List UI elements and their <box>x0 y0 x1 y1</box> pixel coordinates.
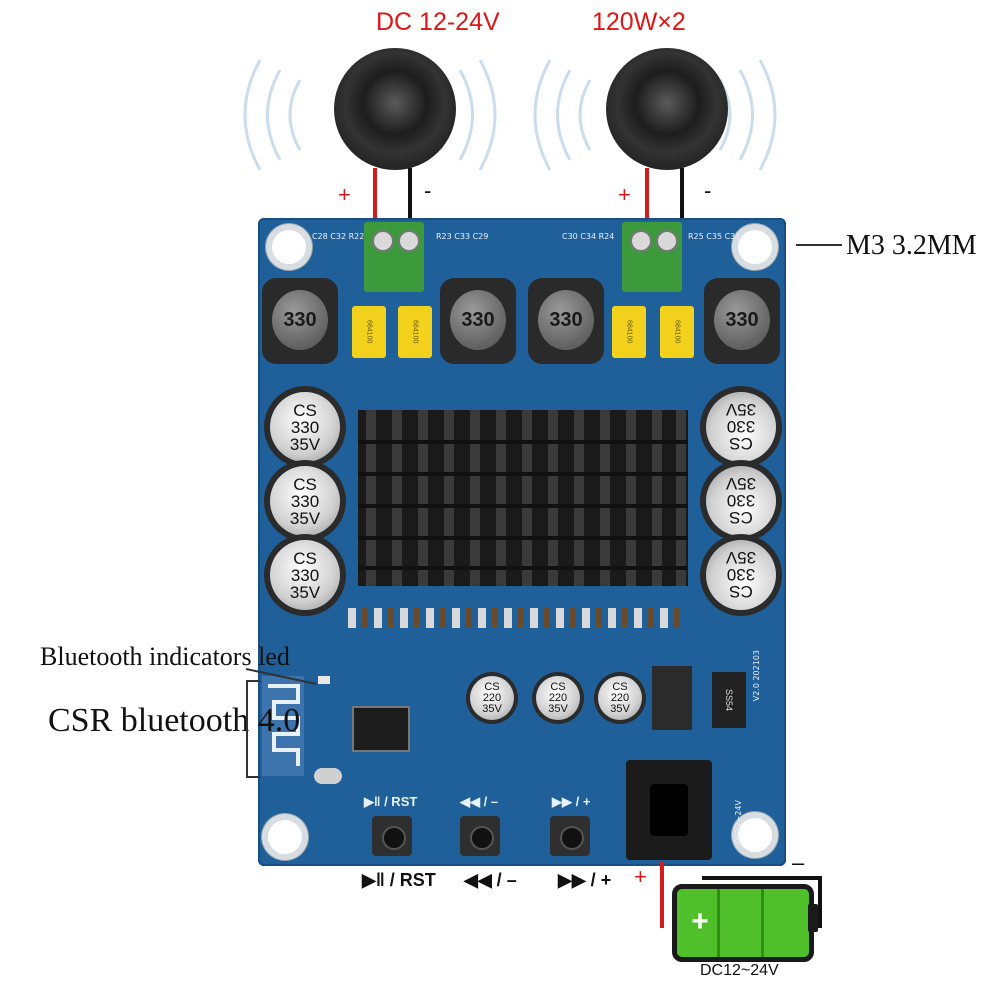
bluetooth-led-label: Bluetooth indicators led <box>40 642 290 671</box>
battery-icon: + <box>672 884 814 962</box>
film-capacitor: 684100 <box>398 306 432 358</box>
voltage-title: DC 12-24V <box>376 8 500 36</box>
previous-volume-down-button[interactable] <box>460 816 500 856</box>
next-volume-up-button[interactable] <box>550 816 590 856</box>
button-legend-play: ▶‖ / RST <box>362 870 436 890</box>
silk-label: R23 C33 C29 <box>436 232 489 241</box>
mount-callout-line <box>796 244 842 246</box>
right-plus-sign: + <box>618 182 631 207</box>
crystal <box>314 768 342 784</box>
right-speaker <box>606 48 728 170</box>
power-title: 120W×2 <box>592 8 686 36</box>
right-speaker-terminal <box>622 222 682 292</box>
silk-label: R25 C35 C31 <box>688 232 741 241</box>
inductor: 330 <box>440 278 516 364</box>
silk-label: C28 C32 R22 <box>312 232 365 241</box>
left-plus-sign: + <box>338 182 351 207</box>
right-black-wire <box>680 168 684 230</box>
heatsink <box>358 410 688 586</box>
film-capacitor: 684100 <box>660 306 694 358</box>
right-minus-sign: - <box>704 178 712 203</box>
power-red-wire <box>660 862 664 928</box>
battery-minus-sign: – <box>792 850 805 875</box>
film-capacitor: 684100 <box>352 306 386 358</box>
button-legend-prev: ◀◀ / – <box>464 870 517 890</box>
left-black-wire <box>408 168 412 230</box>
button-legend-next: ▶▶ / + <box>558 870 612 890</box>
inductor: 330 <box>704 278 780 364</box>
diode: SS54 <box>712 672 746 728</box>
battery-terminal <box>808 904 818 932</box>
left-red-wire <box>373 168 377 230</box>
mount-hole-label: M3 3.2MM <box>846 230 977 261</box>
mount-hole-bottom-left <box>268 820 302 854</box>
bluetooth-module-label: CSR bluetooth 4.0 <box>48 702 301 739</box>
board-button-label-next: ▶▶ / + <box>552 794 591 809</box>
inductor: 330 <box>528 278 604 364</box>
left-minus-sign: - <box>424 178 432 203</box>
smd-component-row <box>348 608 684 628</box>
bluetooth-antenna <box>262 676 304 776</box>
battery-plus-sign: + <box>634 864 647 889</box>
battery-plus-icon: + <box>691 905 709 938</box>
power-black-wire-v <box>818 876 822 928</box>
play-reset-button[interactable] <box>372 816 412 856</box>
silk-label: C30 C34 R24 <box>562 232 615 241</box>
board-button-label-play: ▶‖ / RST <box>364 794 418 809</box>
bluetooth-chip <box>352 706 410 752</box>
dc-power-jack <box>626 760 712 860</box>
film-capacitor: 684100 <box>612 306 646 358</box>
left-speaker <box>334 48 456 170</box>
mount-hole-top-left <box>272 230 306 264</box>
mount-hole-bottom-right <box>738 818 772 852</box>
board-button-label-prev: ◀◀ / – <box>460 794 499 809</box>
bluetooth-indicator-led <box>318 676 330 684</box>
inductor: 330 <box>262 278 338 364</box>
voltage-regulator <box>652 666 692 730</box>
mount-hole-top-right <box>738 230 772 264</box>
bluetooth-bracket <box>246 680 260 778</box>
power-black-wire-h <box>702 876 820 880</box>
battery-voltage-label: DC12~24V <box>700 962 779 979</box>
dc-jack-label: DC12~24V <box>734 800 743 845</box>
left-speaker-terminal <box>364 222 424 292</box>
version-label: V2.0 202103 <box>752 650 761 702</box>
right-red-wire <box>645 168 649 230</box>
